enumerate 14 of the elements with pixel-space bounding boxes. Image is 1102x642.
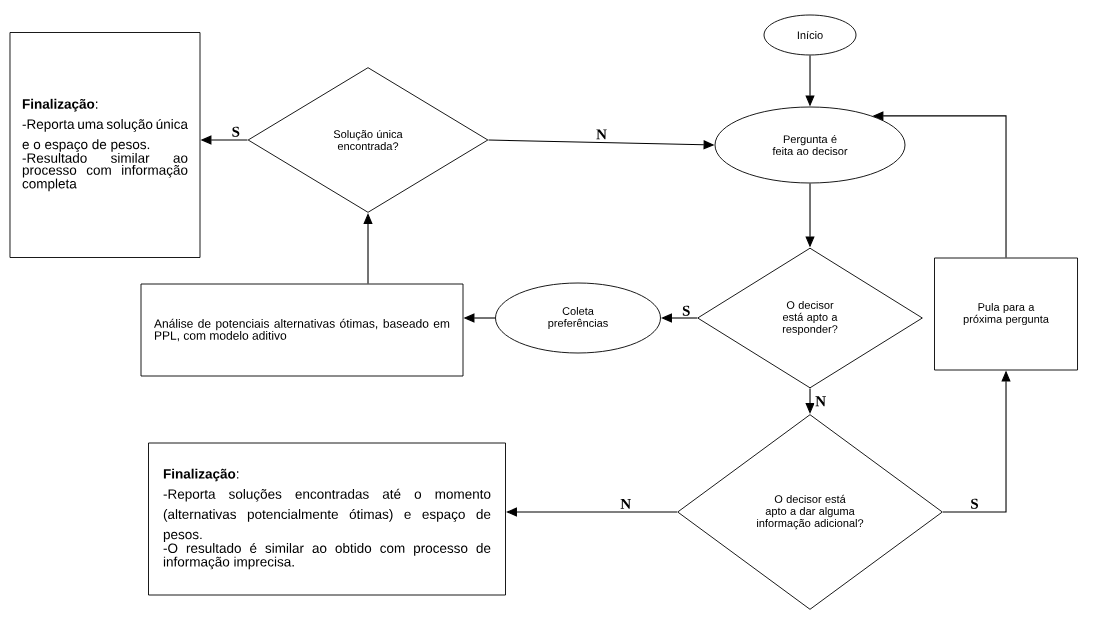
process-box: Análise de potenciais alternativas ótimas, baseado em PPL, com modelo aditivo <box>140 283 464 377</box>
process-box: Finalização: -Reporta uma solução única e o espaço de pesos. -Resultado similar ao processo com informação completa <box>9 32 201 258</box>
edge-label: S <box>230 125 241 138</box>
arrow <box>805 387 815 414</box>
process-box: Finalização: -Reporta soluções encontradas até o momento (alternativas potencialmente ótimas) e espaço de pesos. -O resultado é similar ao obtido com processo de informação imprecisa. <box>148 442 506 596</box>
arrow <box>661 313 698 323</box>
edge-label: N <box>619 498 633 510</box>
edge-label: N <box>595 128 608 141</box>
arrow <box>363 213 373 285</box>
edge-label: S <box>969 497 980 510</box>
edge-label: N <box>814 395 828 408</box>
arrow <box>506 507 678 517</box>
edge-label: S <box>681 304 692 317</box>
process-box: Pula para a próxima pergunta <box>934 257 1078 371</box>
